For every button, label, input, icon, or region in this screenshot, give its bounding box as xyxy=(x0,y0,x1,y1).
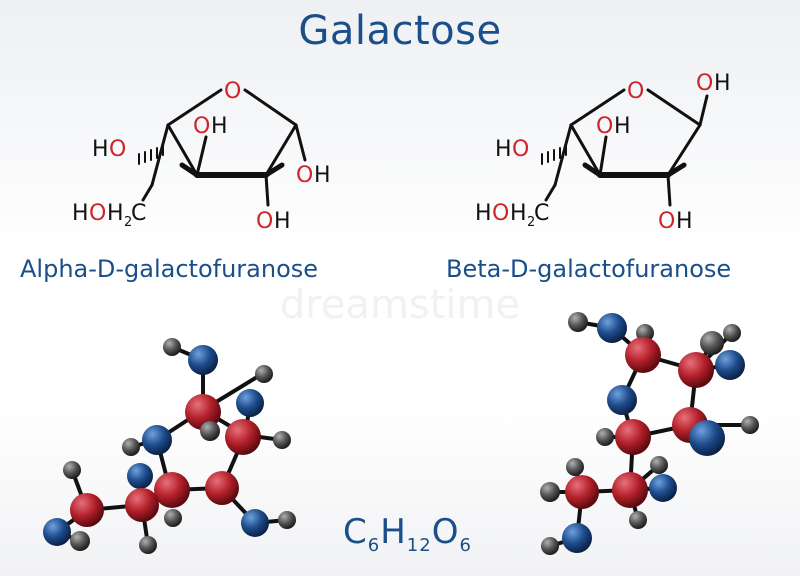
oxygen-atom xyxy=(597,313,627,343)
page-title: Galactose xyxy=(298,8,502,54)
hoh2c-h2-label: H xyxy=(510,201,527,226)
hydrogen-atom xyxy=(700,331,724,355)
molecular-formula: C6H12O6 xyxy=(343,512,472,556)
hydrogen-atom xyxy=(200,421,220,441)
oh-hydrogen-label: H xyxy=(676,209,693,234)
hydrogen-atom xyxy=(63,461,81,479)
oh-oxygen-label: O xyxy=(193,114,210,139)
oh-hydrogen-label: H xyxy=(211,114,228,139)
carbon-atom xyxy=(678,352,714,388)
oh-oxygen-label: O xyxy=(596,114,613,139)
oxygen-atom xyxy=(607,385,637,415)
hydrogen-atom xyxy=(566,458,584,476)
hydrogen-atom xyxy=(163,338,181,356)
hoh2c-c-label: C xyxy=(534,201,549,226)
hydrogen-atom xyxy=(540,482,560,502)
hoh2c-subscript-label: 2 xyxy=(527,215,535,230)
ring-oxygen-label: O xyxy=(224,79,241,104)
oh-oxygen-label: O xyxy=(658,209,675,234)
alpha-furanose-structure xyxy=(138,88,307,207)
hoh2c-subscript-label: 2 xyxy=(124,215,132,230)
oh-hydrogen-label: H xyxy=(274,209,291,234)
hydrogen-atom xyxy=(650,456,668,474)
hoh2c-o-label: O xyxy=(492,201,509,226)
oxygen-atom xyxy=(236,389,264,417)
watermark-text: dreamstime xyxy=(279,282,521,328)
hydrogen-atom xyxy=(70,531,90,551)
oxygen-atom xyxy=(142,425,172,455)
beta-caption: Beta-D-galactofuranose xyxy=(446,255,732,283)
formula-oxygen-symbol: O xyxy=(431,512,460,552)
carbon-atom xyxy=(225,419,261,455)
oxygen-atom xyxy=(562,523,592,553)
hoh2c-h-label: H xyxy=(475,201,492,226)
hydrogen-atom xyxy=(629,511,647,529)
oh-hydrogen-label: H xyxy=(314,163,331,188)
carbon-atom xyxy=(205,471,239,505)
hydrogen-atom xyxy=(278,511,296,529)
carbon-atom xyxy=(185,394,221,430)
hydrogen-atom xyxy=(139,536,157,554)
ho-hydrogen-label: H xyxy=(92,137,109,162)
formula-oxygen-count: 6 xyxy=(459,534,472,556)
hydrogen-atom xyxy=(741,416,759,434)
formula-carbon-count: 6 xyxy=(367,534,381,556)
alpha-3d-atoms xyxy=(43,338,296,554)
carbon-atom xyxy=(125,488,159,522)
oh-oxygen-label: O xyxy=(256,209,273,234)
oh-oxygen-label: O xyxy=(696,71,713,96)
oh-hydrogen-label: H xyxy=(614,114,631,139)
hoh2c-c-label: C xyxy=(131,201,146,226)
beta-structure-labels: O O H O H H O O H H O H 2 C xyxy=(475,71,731,234)
oh-oxygen-label: O xyxy=(296,163,313,188)
hydrogen-atom xyxy=(273,431,291,449)
beta-3d-model xyxy=(540,312,759,555)
hoh2c-o-label: O xyxy=(89,201,106,226)
beta-3d-atoms xyxy=(540,312,759,555)
beta-furanose-structure xyxy=(541,88,709,207)
hydrogen-atom xyxy=(255,365,273,383)
carbon-atom xyxy=(625,337,661,373)
formula-carbon-symbol: C xyxy=(343,512,368,552)
hydrogen-atom xyxy=(541,537,559,555)
hydrogen-atom xyxy=(596,428,614,446)
formula-hydrogen-count: 12 xyxy=(406,534,432,556)
hydrogen-atom xyxy=(122,438,140,456)
hydrogen-atom xyxy=(568,312,588,332)
hydrogen-atom xyxy=(164,509,182,527)
carbon-atom xyxy=(615,419,651,455)
oxygen-atom xyxy=(649,474,677,502)
oxygen-atom xyxy=(715,350,745,380)
alpha-3d-model xyxy=(43,338,296,554)
carbon-atom xyxy=(70,493,104,527)
ho-oxygen-label: O xyxy=(512,137,529,162)
ho-oxygen-label: O xyxy=(109,137,126,162)
hoh2c-h-label: H xyxy=(72,201,89,226)
oxygen-atom xyxy=(188,345,218,375)
hoh2c-h2-label: H xyxy=(107,201,124,226)
oxygen-atom xyxy=(127,463,153,489)
formula-hydrogen-symbol: H xyxy=(380,512,407,552)
oh-hydrogen-label: H xyxy=(714,71,731,96)
alpha-structure-labels: O O H H O O H O H H O H 2 C xyxy=(72,79,331,234)
carbon-atom xyxy=(612,472,648,508)
carbon-atom xyxy=(565,475,599,509)
carbon-atom xyxy=(154,472,190,508)
ring-oxygen-label: O xyxy=(627,79,644,104)
oxygen-atom xyxy=(689,420,725,456)
alpha-caption: Alpha-D-galactofuranose xyxy=(20,255,319,283)
ho-hydrogen-label: H xyxy=(495,137,512,162)
oxygen-atom xyxy=(43,518,71,546)
hydrogen-atom xyxy=(723,324,741,342)
oxygen-atom xyxy=(241,509,269,537)
